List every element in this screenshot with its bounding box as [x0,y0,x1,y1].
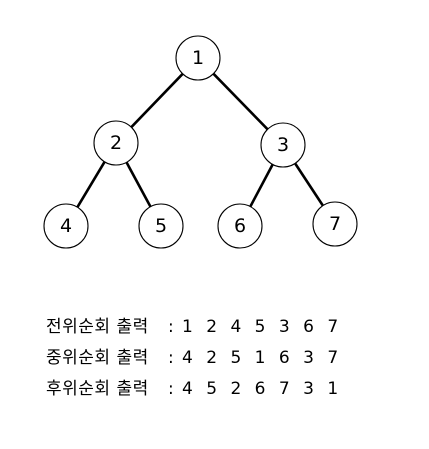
inorder-sequence: 4 2 5 1 6 3 7 [182,348,343,368]
tree-node-label: 2 [110,132,122,154]
tree-node-circle [217,203,263,249]
tree-node-label: 5 [155,215,167,237]
inorder-colon: : [168,348,174,368]
postorder-sequence: 4 5 2 6 7 3 1 [182,379,343,399]
tree-edge-n3-n7 [293,162,325,207]
tree-node-label: 4 [60,215,72,237]
tree-node-label: 7 [329,213,341,235]
tree-node-label: 6 [234,215,246,237]
tree-nodes: 1 2 3 4 5 6 7 [43,35,358,249]
preorder-output-line: 전위순회 출력:1 2 4 5 3 6 7 [46,314,342,340]
preorder-label: 전위순회 출력 [46,317,149,337]
tree-edge-n1-n2 [130,72,184,129]
tree-edge-n2-n5 [125,161,152,208]
tree-node-label: 1 [192,47,204,69]
tree-node-label: 3 [277,134,289,156]
tree-node-circle [260,122,306,168]
preorder-colon: : [168,317,174,337]
inorder-label: 중위순회 출력 [46,348,149,368]
inorder-output-line: 중위순회 출력:4 2 5 1 6 3 7 [46,345,342,371]
tree-node-2: 2 [93,120,139,166]
postorder-colon: : [168,379,174,399]
tree-node-circle [175,35,221,81]
tree-node-circle [93,120,139,166]
tree-edge-n1-n3 [212,72,269,131]
tree-node-circle [312,201,358,247]
tree-edge-n3-n6 [249,163,275,208]
postorder-output-line: 후위순회 출력:4 5 2 6 7 3 1 [46,376,342,402]
tree-node-1: 1 [175,35,221,81]
tree-edges [76,72,325,209]
preorder-sequence: 1 2 4 5 3 6 7 [182,317,343,337]
tree-edge-n2-n4 [76,160,106,209]
tree-node-3: 3 [260,122,306,168]
tree-node-7: 7 [312,201,358,247]
tree-node-6: 6 [217,203,263,249]
tree-node-5: 5 [138,203,184,249]
tree-node-circle [43,203,89,249]
postorder-label: 후위순회 출력 [46,379,149,399]
tree-node-circle [138,203,184,249]
tree-node-4: 4 [43,203,89,249]
